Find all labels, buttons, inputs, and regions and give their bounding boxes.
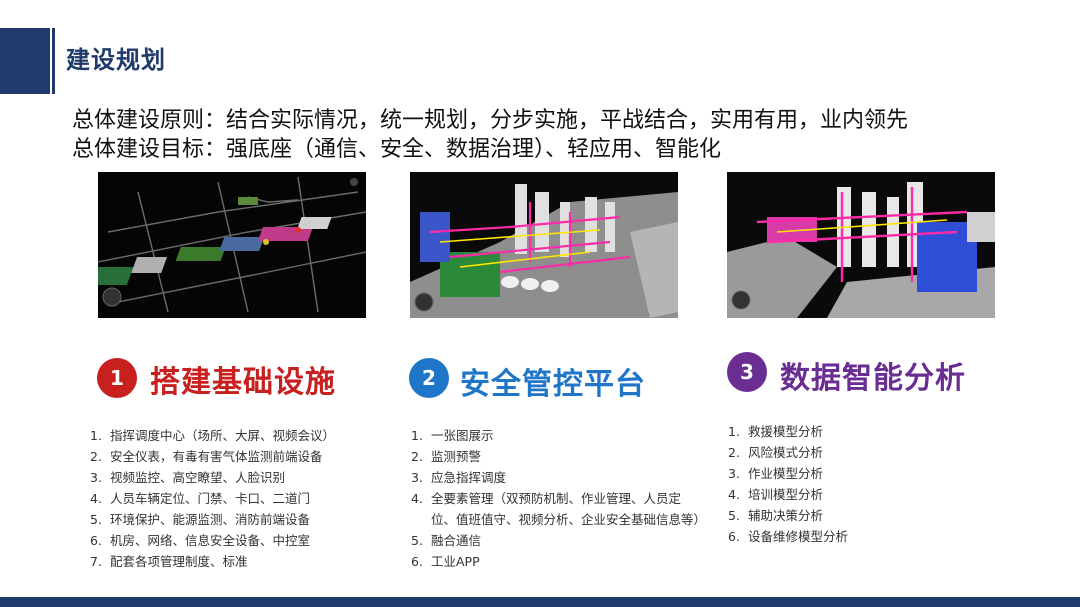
section-3-list: 1.救援模型分析 2.风险模式分析 3.作业模型分析 4.培训模型分析 5.辅助…: [728, 421, 988, 547]
list-item: 4.人员车辆定位、门禁、卡口、二道门: [90, 491, 311, 506]
list-item: 7.配套各项管理制度、标准: [90, 554, 248, 569]
section-1-heading: 搭建基础设施: [150, 365, 336, 400]
list-item: 1.指挥调度中心（场所、大屏、视频会议）: [90, 428, 336, 443]
section-1-badge: 1: [97, 358, 137, 398]
list-item: 1.救援模型分析: [728, 424, 824, 439]
principle-line-1: 总体建设原则：结合实际情况，统一规划，分步实施，平战结合，实用有用，业内领先: [72, 108, 909, 133]
list-item: 6.机房、网络、信息安全设备、中控室: [90, 533, 311, 548]
title-accent-bar: [0, 28, 50, 94]
list-item: 2.风险模式分析: [728, 445, 824, 460]
list-item: 5.辅助决策分析: [728, 508, 824, 523]
principle-line-2: 总体建设目标：强底座（通信、安全、数据治理）、轻应用、智能化: [72, 137, 722, 162]
plant-overview-screenshot: [98, 172, 366, 318]
list-item: 3.应急指挥调度: [411, 470, 507, 485]
section-3-heading: 数据智能分析: [780, 361, 966, 396]
list-item: 4.培训模型分析: [728, 487, 824, 502]
section-2-badge: 2: [409, 358, 449, 398]
list-item: 2.安全仪表，有毒有害气体监测前端设备: [90, 449, 323, 464]
section-2-list: 1.一张图展示 2.监测预警 3.应急指挥调度 4.全要素管理（双预防机制、作业…: [411, 425, 707, 572]
section-2-heading: 安全管控平台: [460, 367, 646, 402]
title-accent-line: [52, 28, 55, 94]
list-item: 2.监测预警: [411, 449, 482, 464]
list-item: 6.设备维修模型分析: [728, 529, 849, 544]
section-1-list: 1.指挥调度中心（场所、大屏、视频会议） 2.安全仪表，有毒有害气体监测前端设备…: [90, 425, 390, 572]
list-item: 6.工业APP: [411, 554, 480, 569]
plant-tower-screenshot: [410, 172, 678, 318]
list-item: 3.作业模型分析: [728, 466, 824, 481]
list-item: 5.环境保护、能源监测、消防前端设备: [90, 512, 311, 527]
list-item: 4.全要素管理（双预防机制、作业管理、人员定位、值班值守、视频分析、企业安全基础…: [411, 491, 707, 527]
list-item: 1.一张图展示: [411, 428, 494, 443]
list-item: 3.视频监控、高空瞭望、人脸识别: [90, 470, 286, 485]
bottom-bar: [0, 597, 1080, 607]
plant-closeup-screenshot: [727, 172, 995, 318]
list-item: 5.融合通信: [411, 533, 482, 548]
page-title: 建设规划: [66, 46, 166, 74]
section-3-badge: 3: [727, 352, 767, 392]
